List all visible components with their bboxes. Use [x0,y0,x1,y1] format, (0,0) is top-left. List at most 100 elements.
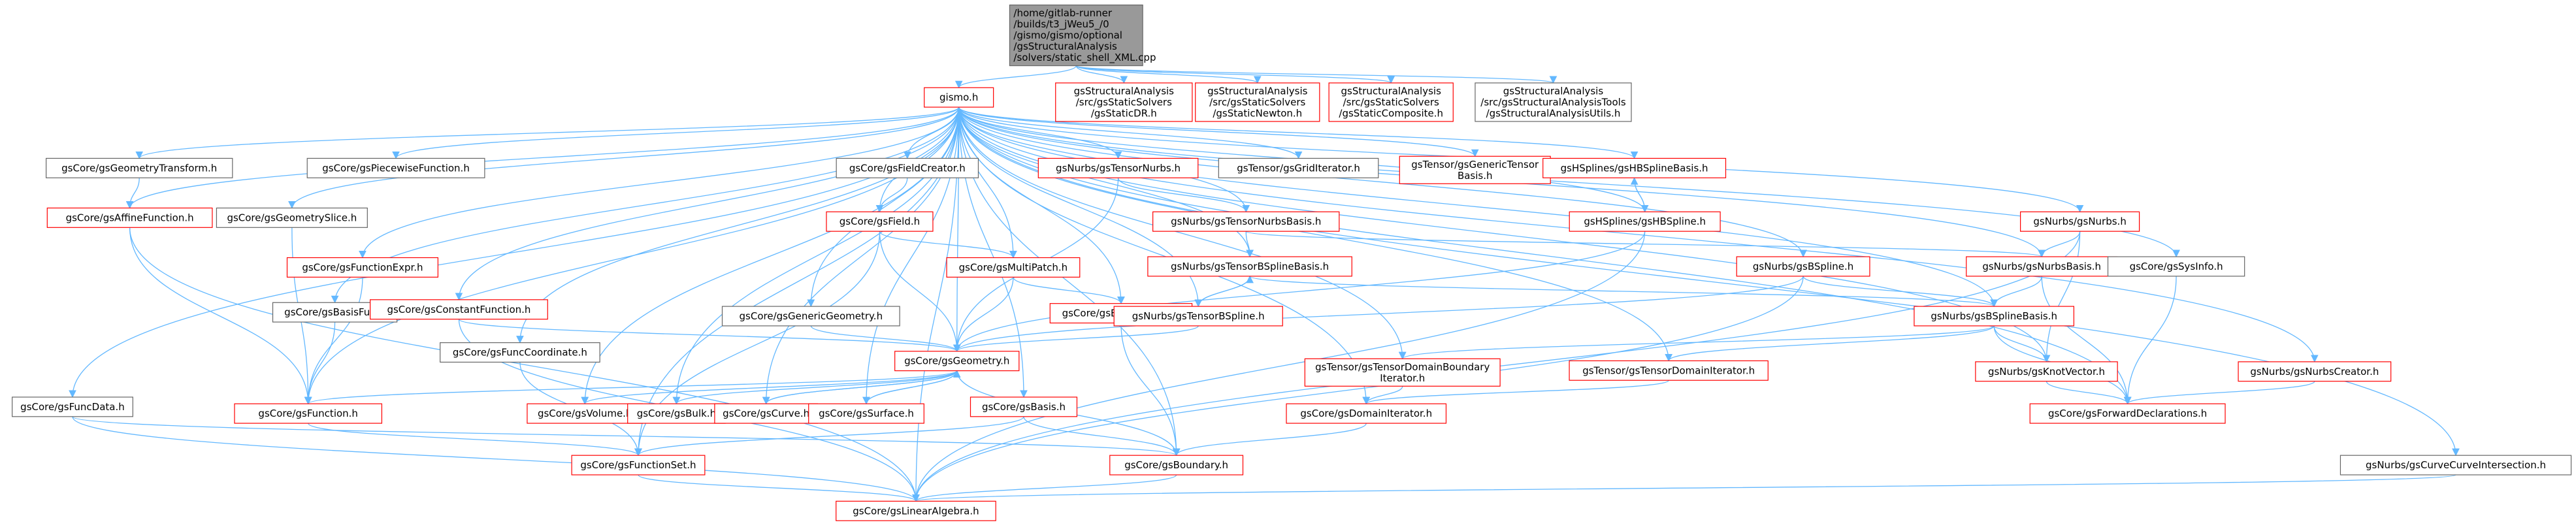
node-box [946,257,1081,278]
node-tensorbspline[interactable]: gsNurbs/gsTensorBSpline.h [1113,306,1283,327]
node-label: gsCore/gsFuncData.h [20,401,125,413]
node-label: gsCore/gsFunctionSet.h [580,459,696,471]
node-box [12,396,133,417]
node-gismo[interactable]: gismo.h [924,87,994,108]
node-griditer[interactable]: gsTensor/gsGridIterator.h [1218,157,1379,178]
node-tensornurbsbasis[interactable]: gsNurbs/gsTensorNurbsBasis.h [1152,211,1340,232]
node-label: /gsStaticComposite.h [1339,107,1443,119]
node-curve[interactable]: gsCore/gsCurve.h [714,403,819,424]
node-surface[interactable]: gsCore/gsSurface.h [808,403,924,424]
node-multipatch[interactable]: gsCore/gsMultiPatch.h [946,257,1081,278]
edge-domainiter-to-boundary [1172,423,1367,457]
node-bulk[interactable]: gsCore/gsBulk.h [627,403,726,424]
node-staticcomposite[interactable]: gsStructuralAnalysis/src/gsStaticSolvers… [1328,82,1454,122]
node-bspline[interactable]: gsNurbs/gsBSpline.h [1736,256,1870,277]
node-box [970,396,1078,417]
edge-gismo-to-hbsplinebasis [958,106,1639,159]
node-knotvector[interactable]: gsNurbs/gsKnotVector.h [1975,361,2118,382]
edge-gismo-to-linalg [912,107,960,502]
edge-fieldcreator-to-field [875,178,908,213]
node-geomslice[interactable]: gsCore/gsGeometrySlice.h [216,207,368,228]
node-box [1966,256,2118,277]
node-sautils[interactable]: gsStructuralAnalysis/src/gsStructuralAna… [1475,82,1632,122]
edge-gismo-to-griditer [958,106,1303,159]
node-box [2238,361,2392,382]
edge-tensornurbs-to-tensornurbsbasis [1117,178,1250,213]
node-funcexpr[interactable]: gsCore/gsFunctionExpr.h [286,257,438,278]
node-tensordomainbounditer[interactable]: gsTensor/gsTensorDomainBoundaryIterator.… [1304,358,1501,387]
node-fwddecl[interactable]: gsCore/gsForwardDeclarations.h [2029,403,2226,424]
edge-field-to-multipatch [879,231,1017,259]
node-field[interactable]: gsCore/gsField.h [826,211,934,232]
node-box [1569,211,1721,232]
node-tensorbsplinebasis[interactable]: gsNurbs/gsTensorBSplineBasis.h [1147,256,1352,277]
edge-funcdata-to-boundary [72,416,1180,457]
edge-bsplinebasis-to-tensordomainiter [1665,325,1995,362]
node-piecewise[interactable]: gsCore/gsPiecewiseFunction.h [306,157,485,178]
node-geomtransform[interactable]: gsCore/gsGeometryTransform.h [46,157,233,178]
node-geometry[interactable]: gsCore/gsGeometry.h [894,351,1020,372]
node-bsplinebasis[interactable]: gsNurbs/gsBSplineBasis.h [1914,306,2075,327]
node-label: gsNurbs/gsNurbsBasis.h [1982,261,2101,272]
node-fieldcreator[interactable]: gsCore/gsFieldCreator.h [836,157,979,178]
node-label: gsCore/gsSysInfo.h [2130,261,2223,272]
node-box [527,403,644,424]
node-boundary[interactable]: gsCore/gsBoundary.h [1109,455,1244,475]
node-tensordomainiter[interactable]: gsTensor/gsTensorDomainIterator.h [1569,360,1769,381]
node-label: /gismo/gismo/optional [1013,29,1122,41]
node-staticdr[interactable]: gsStructuralAnalysis/src/gsStaticSolvers… [1055,82,1193,122]
node-genericgeom[interactable]: gsCore/gsGenericGeometry.h [721,306,900,327]
edge-gismo-to-funcexpr [359,107,960,259]
node-label: gsNurbs/gsBSpline.h [1753,261,1853,272]
node-root[interactable]: /home/gitlab-runner/builds/t3_jWeu5_/0/g… [1009,5,1156,67]
node-volume[interactable]: gsCore/gsVolume.h [527,403,644,424]
node-label: /builds/t3_jWeu5_/0 [1013,18,1109,31]
edge-hbspline-to-linalg [912,231,1646,502]
node-domainiter[interactable]: gsCore/gsDomainIterator.h [1286,403,1447,424]
node-label: gsNurbs/gsKnotVector.h [1988,366,2105,378]
node-sysinfo[interactable]: gsCore/gsSysInfo.h [2107,256,2245,277]
node-box [894,351,1020,372]
edge-tensornurbsbasis-to-tensorbsplinebasis [1245,231,1254,258]
edge-gismo-to-piecewise [392,106,960,159]
node-curvecurveinter[interactable]: gsNurbs/gsCurveCurveIntersection.h [2340,455,2572,475]
node-label: gsCore/gsGeometrySlice.h [227,212,357,223]
node-nurbsbasis[interactable]: gsNurbs/gsNurbsBasis.h [1966,256,2118,277]
edge-funcexpr-to-function [304,277,363,405]
node-basis[interactable]: gsCore/gsBasis.h [970,396,1078,417]
edge-tensordomainiter-to-domainiter [1362,379,1669,405]
node-funccoord[interactable]: gsCore/gsFuncCoordinate.h [440,342,600,363]
node-box [836,500,996,521]
edge-bsplinebasis-to-knotvector [1993,325,2051,363]
node-linalg[interactable]: gsCore/gsLinearAlgebra.h [836,500,996,521]
node-box [1195,82,1320,122]
node-box [1975,361,2118,382]
node-box [826,211,934,232]
node-staticnewton[interactable]: gsStructuralAnalysis/src/gsStaticSolvers… [1195,82,1320,122]
node-nurbscreator[interactable]: gsNurbs/gsNurbsCreator.h [2238,361,2392,382]
node-label: gsCore/gsLinearAlgebra.h [853,505,979,517]
edge-tensornurbsbasis-to-nurbsbasis [1245,231,2046,258]
node-label: gsStructuralAnalysis [1503,85,1604,97]
edge-root-to-staticcomposite [1075,65,1395,84]
node-affine[interactable]: gsCore/gsAffineFunction.h [46,207,213,228]
edge-multipatch-to-geometry [953,277,1014,352]
node-label: gsCore/gsBoundary.h [1124,459,1228,471]
node-function[interactable]: gsCore/gsFunction.h [234,403,383,424]
node-nurbs[interactable]: gsNurbs/gsNurbs.h [2020,211,2140,232]
node-hbsplinebasis[interactable]: gsHSplines/gsHBSplineBasis.h [1542,157,1727,178]
node-tensornurbs[interactable]: gsNurbs/gsTensorNurbs.h [1037,157,1199,178]
node-box [1286,403,1447,424]
node-box [808,403,924,424]
node-funcdata[interactable]: gsCore/gsFuncData.h [12,396,133,417]
node-label: gsCore/gsConstantFunction.h [387,304,530,315]
node-constfunc[interactable]: gsCore/gsConstantFunction.h [370,299,548,320]
node-hbspline[interactable]: gsHSplines/gsHBSpline.h [1569,211,1721,232]
edge-tensorbsplinebasis-to-bsplinebasis [1249,276,1998,308]
edge-gismo-to-tensordomainbounditer [958,107,1407,360]
node-box [836,157,979,178]
node-functionset[interactable]: gsCore/gsFunctionSet.h [571,455,706,475]
node-label: gsCore/gsFieldCreator.h [849,162,966,174]
node-box [440,342,600,363]
